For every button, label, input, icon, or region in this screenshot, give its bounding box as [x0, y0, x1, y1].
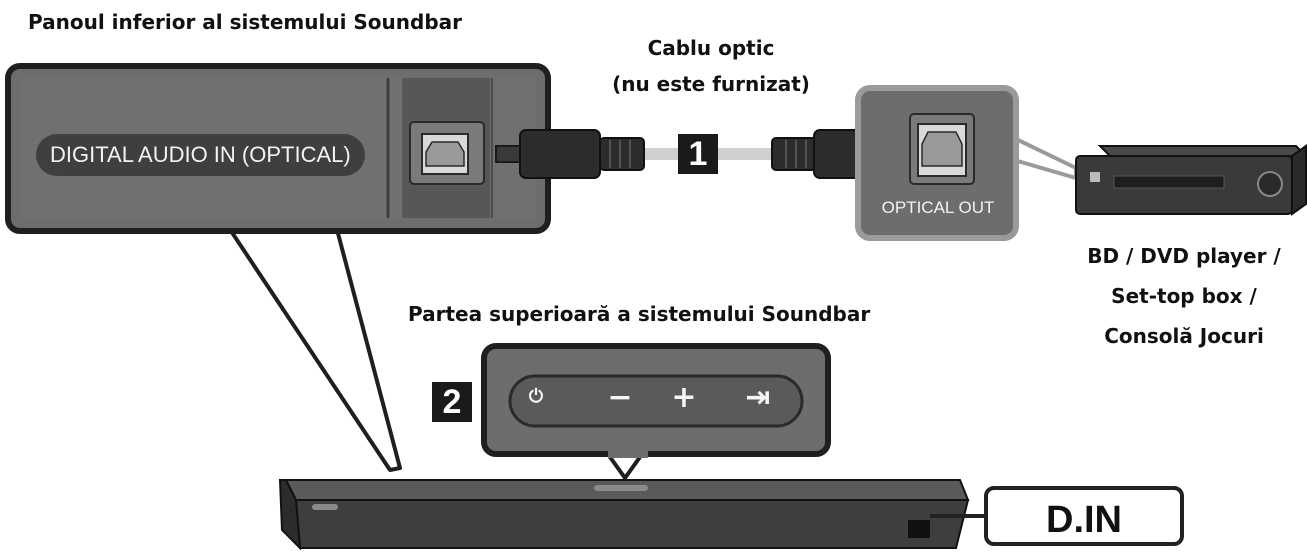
callout-pointer-device	[1012, 136, 1078, 180]
soundbar-body	[278, 479, 970, 551]
soundbar-port-label: DIGITAL AUDIO IN (OPTICAL)	[36, 134, 365, 176]
mode-display: D.IN	[984, 486, 1184, 546]
label-device-line3: Consolă Jocuri	[1104, 324, 1264, 348]
label-bottom-panel: Panoul inferior al sistemului Soundbar	[28, 10, 463, 34]
label-top-panel: Partea superioară a sistemului Soundbar	[408, 302, 871, 326]
volume-up-button-icon: +	[671, 380, 697, 415]
bd-dvd-player-icon	[1075, 144, 1307, 216]
device-optical-port	[909, 113, 975, 185]
label-device-line1: BD / DVD player /	[1087, 244, 1281, 268]
device-port-label: OPTICAL OUT	[881, 198, 995, 217]
label-device: BD / DVD player / Set-top box / Consolă …	[1064, 236, 1304, 356]
label-cable-line2: (nu este furnizat)	[612, 72, 810, 96]
callout-pointer-bottom	[223, 220, 402, 472]
soundbar-optical-port	[409, 121, 485, 185]
step-2-badge: 2	[432, 382, 472, 422]
label-device-line2: Set-top box /	[1111, 284, 1257, 308]
label-cable: Cablu optic (nu este furnizat)	[586, 36, 836, 96]
source-button-icon: ⇥	[745, 380, 771, 415]
step-1-badge: 1	[678, 134, 718, 174]
volume-down-button-icon: −	[607, 380, 633, 415]
label-cable-line1: Cablu optic	[647, 36, 775, 60]
cable-plug-left	[495, 129, 645, 179]
power-button-icon: ⏻	[528, 386, 544, 407]
button-bar	[508, 374, 804, 428]
